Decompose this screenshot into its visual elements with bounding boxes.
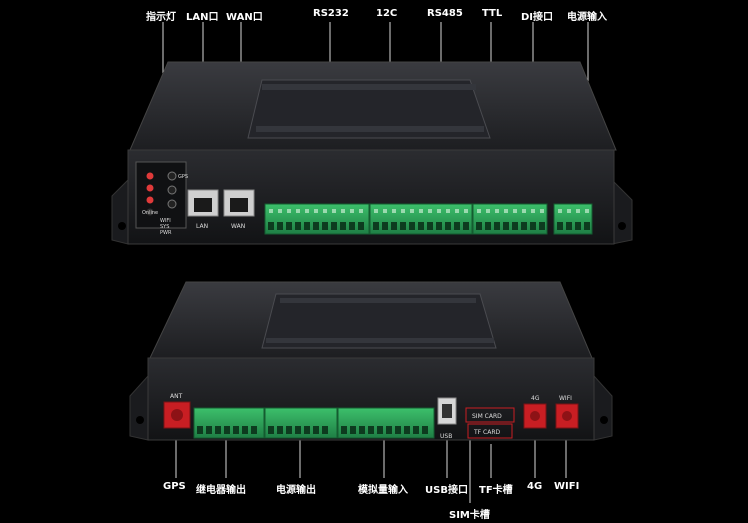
label-ttl: TTL: [482, 8, 503, 19]
device-bottom: ANT USB SIM CARD TF CARD 4G WIFI: [129, 281, 613, 441]
usb-port-label: USB: [440, 433, 452, 440]
label-wifi: WIFI: [554, 481, 580, 492]
label-usb: USB接口: [425, 485, 468, 496]
tf-card-slot: [467, 423, 513, 439]
flange-hole-right-top: [618, 222, 626, 230]
label-rs485: RS485: [427, 8, 463, 19]
led-label-sys: SYS: [160, 224, 169, 230]
flange-right-top: [611, 178, 633, 245]
led-online: [146, 184, 154, 192]
led-panel: [135, 161, 187, 229]
flange-left-top: [111, 178, 129, 245]
label-power-in: 电源输入: [567, 12, 607, 23]
label-power-out: 电源输出: [276, 485, 316, 496]
label-tf: TF卡槽: [479, 485, 513, 496]
sim-card-label: SIM CARD: [472, 413, 502, 420]
label-i2c: 12C: [376, 8, 398, 19]
label-rs232: RS232: [313, 8, 349, 19]
led-gps: [146, 172, 154, 180]
label-relay-out: 继电器输出: [196, 485, 246, 496]
tf-card-label: TF CARD: [473, 429, 500, 436]
label-sim: SIM卡槽: [449, 510, 490, 521]
label-di: DI接口: [521, 12, 554, 23]
led-label-online: Online: [142, 210, 158, 216]
gps-antenna-connector: [163, 401, 191, 429]
device-top: GPS Online WIFI SYS PWR LAN WAN: [111, 61, 633, 245]
led-label-gps: GPS: [178, 174, 188, 180]
flange-right-bottom: [593, 374, 613, 441]
flange-left-bottom: [129, 374, 149, 441]
led-label-pwr: PWR: [160, 230, 172, 236]
4g-port-label: 4G: [531, 395, 540, 402]
top-label-sticker: [247, 79, 491, 139]
terminal-blocks-top: [264, 203, 593, 235]
lan-port-label: LAN: [196, 223, 208, 230]
sim-card-slot: [465, 407, 515, 423]
led-label-wifi: WIFI: [160, 218, 171, 224]
led-sys: [146, 208, 154, 216]
label-lan: LAN口: [186, 12, 219, 23]
ant-label: ANT: [170, 393, 183, 400]
label-gps: GPS: [163, 481, 186, 492]
wan-port-label: WAN: [231, 223, 245, 230]
label-indicator: 指示灯: [146, 12, 176, 23]
flange-hole-left-top: [118, 222, 126, 230]
label-analog-in: 模拟量输入: [358, 485, 408, 496]
led-wifi: [146, 196, 154, 204]
wifi-port-label: WIFI: [559, 395, 572, 402]
label-4g: 4G: [527, 481, 543, 492]
label-wan: WAN口: [226, 12, 263, 23]
bottom-label-sticker: [261, 293, 497, 349]
